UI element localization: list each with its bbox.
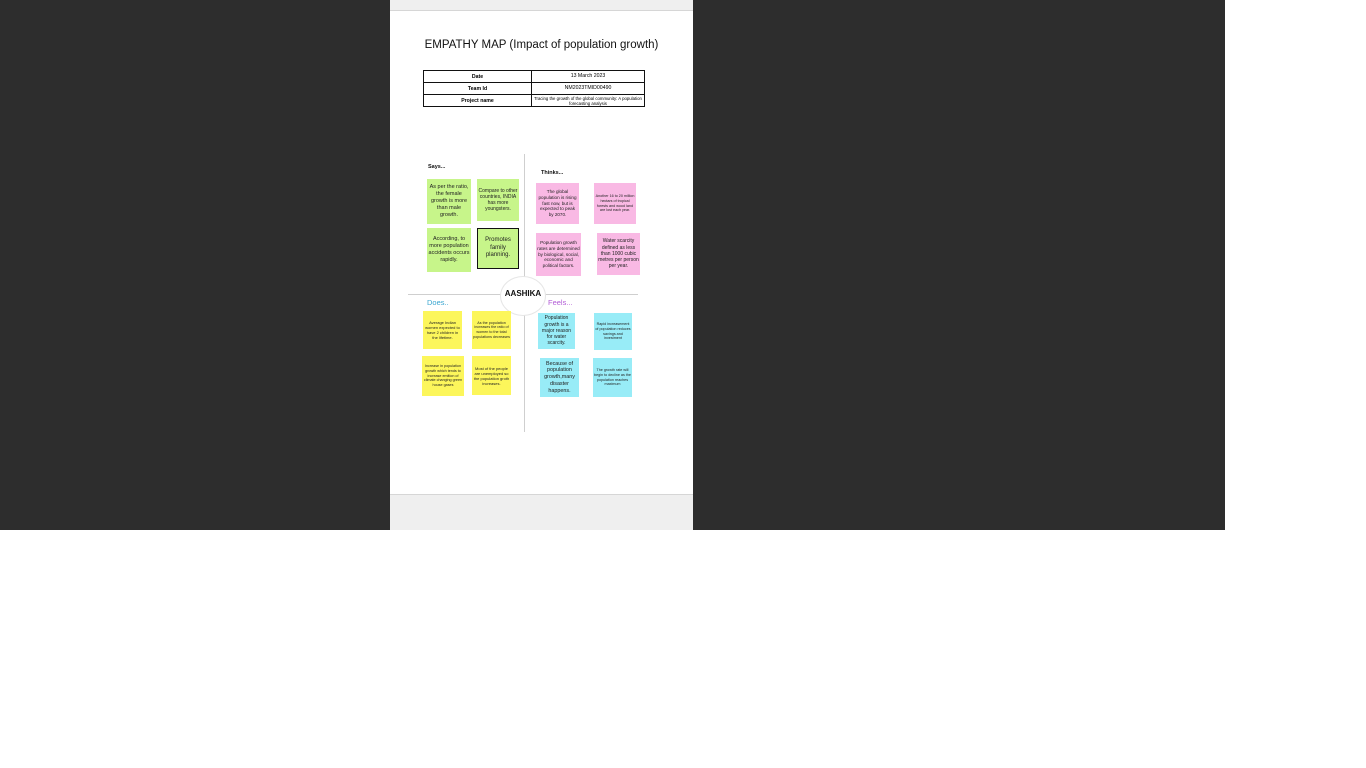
feels-label: Feels... [548, 298, 573, 307]
team-id-value: NM2023TMID00490 [531, 82, 645, 95]
sticky-note: As the population increases the ratio of… [472, 311, 511, 349]
sticky-note: Promotes family planning. [477, 228, 519, 269]
sticky-note: According, to more population accidents … [427, 228, 471, 272]
sticky-note: Another 16 to 20 million hectars of trop… [594, 183, 636, 224]
date-label: Date [423, 70, 532, 83]
table-row: Team Id NM2023TMID00490 [423, 82, 645, 95]
thinks-label: Thinks... [541, 170, 564, 176]
table-row: Project name Tracing the growth of the g… [423, 94, 645, 107]
sticky-note: Because of population growth,many disast… [540, 358, 579, 397]
document-page: EMPATHY MAP (Impact of population growth… [390, 10, 693, 495]
page-title: EMPATHY MAP (Impact of population growth… [424, 39, 659, 51]
team-id-label: Team Id [423, 82, 532, 95]
info-table: Date 13 March 2023 Team Id NM2023TMID004… [423, 70, 645, 107]
sticky-note: Population growth is a major reason for … [538, 313, 575, 349]
says-label: Says... [428, 164, 446, 170]
sticky-note: Compare to other countries, INDIA has mo… [477, 179, 519, 221]
center-name: AASHIKA [504, 289, 542, 298]
does-label: Does.. [427, 298, 449, 307]
project-name-value: Tracing the growth of the global communi… [531, 94, 645, 107]
date-value: 13 March 2023 [531, 70, 645, 83]
sticky-note: Rapid increasement of population reduces… [594, 313, 632, 350]
table-row: Date 13 March 2023 [423, 70, 645, 83]
sticky-note: The growth rate will begin to decline as… [593, 358, 632, 397]
sticky-note: Increase in population growth which tend… [422, 356, 464, 396]
project-name-label: Project name [423, 94, 532, 107]
page-strip: EMPATHY MAP (Impact of population growth… [390, 0, 693, 530]
sticky-note: The global population is rising fast now… [536, 183, 579, 224]
sticky-note: Population growth rates are determined b… [536, 233, 581, 276]
center-circle [500, 276, 546, 316]
sticky-note: Most of the people are unemployed so the… [472, 356, 511, 395]
sticky-note: As per the ratio, the female growth is m… [427, 179, 471, 224]
document-viewer: EMPATHY MAP (Impact of population growth… [0, 0, 1225, 530]
sticky-note: Water scarcity defined as less than 1000… [597, 233, 640, 275]
sticky-note: Average Indian women expected to have 2 … [423, 311, 462, 349]
